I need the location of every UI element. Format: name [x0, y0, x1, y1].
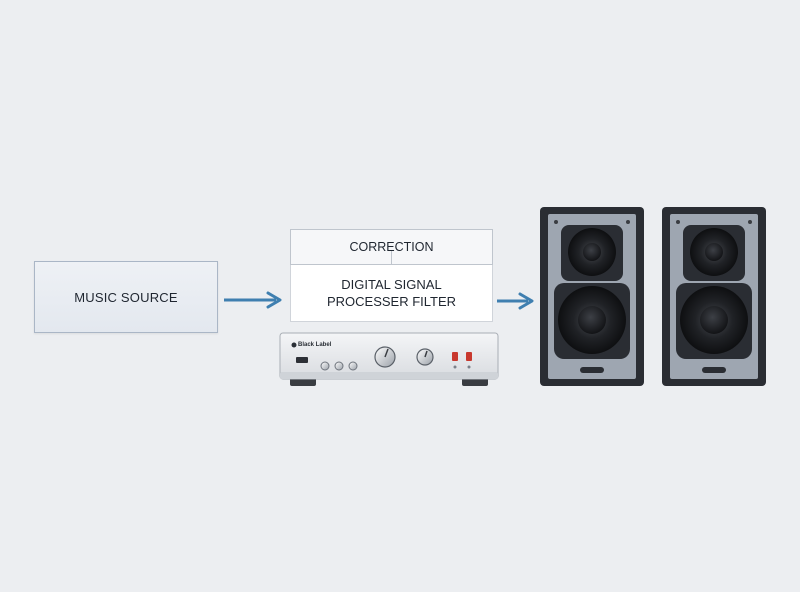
bass-port-icon: [702, 367, 726, 373]
speaker-left: [540, 207, 644, 386]
connector-line: [391, 251, 392, 265]
dsp-label-line1: DIGITAL SIGNAL: [341, 277, 442, 292]
bass-port-icon: [580, 367, 604, 373]
red-led-icon: [466, 352, 472, 361]
red-led-icon: [452, 352, 458, 361]
music-source-box: MUSIC SOURCE: [34, 261, 218, 333]
dsp-label-line2: PROCESSER FILTER: [326, 294, 457, 309]
knob-icon: [320, 361, 330, 371]
dsp-filter-group: CORRECTION DIGITAL SIGNAL PROCESSER FILT…: [290, 229, 493, 322]
amplifier-unit: [279, 332, 499, 386]
correction-label: CORRECTION: [349, 240, 434, 254]
arrow-right-icon: [497, 292, 534, 310]
amplifier-brand-text: Black Label: [298, 342, 332, 348]
arrow-right-icon: [224, 291, 282, 309]
knob-icon: [334, 361, 344, 371]
music-source-label: MUSIC SOURCE: [74, 289, 178, 305]
knob-icon: [348, 361, 358, 371]
speaker-right: [662, 207, 766, 386]
display-window: [296, 357, 308, 363]
brand-logo-icon: [291, 342, 297, 348]
dsp-filter-box: DIGITAL SIGNAL PROCESSER FILTER: [290, 265, 493, 322]
